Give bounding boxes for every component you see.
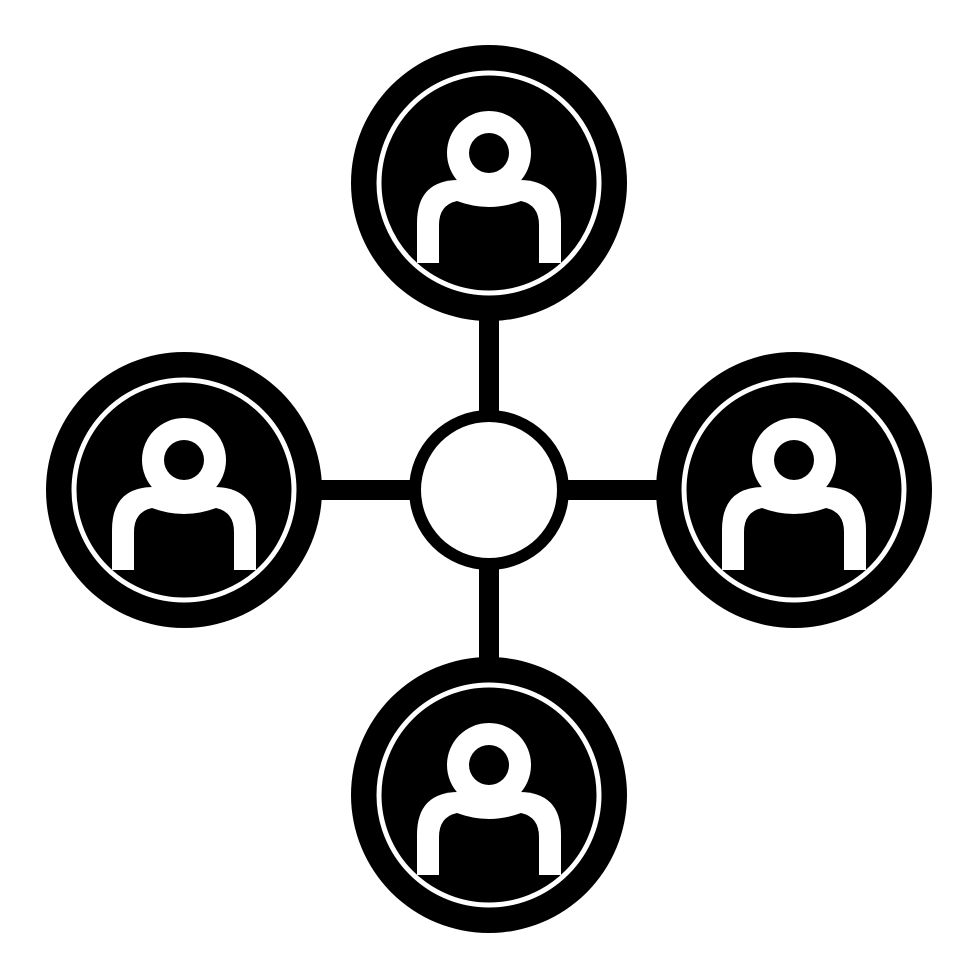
person-icon: [722, 418, 866, 570]
person-icon: [112, 418, 256, 570]
person-icon: [417, 723, 561, 875]
connector-top: [479, 318, 499, 418]
connector-right: [562, 480, 662, 500]
hub-node: [409, 410, 569, 570]
person-icon: [417, 111, 561, 263]
connector-bottom: [479, 562, 499, 662]
connector-lines: [318, 318, 662, 662]
user-node-right: [656, 352, 932, 628]
user-node-top: [351, 45, 627, 321]
connector-left: [318, 480, 418, 500]
user-node-bottom: [351, 657, 627, 933]
user-node-left: [46, 352, 322, 628]
